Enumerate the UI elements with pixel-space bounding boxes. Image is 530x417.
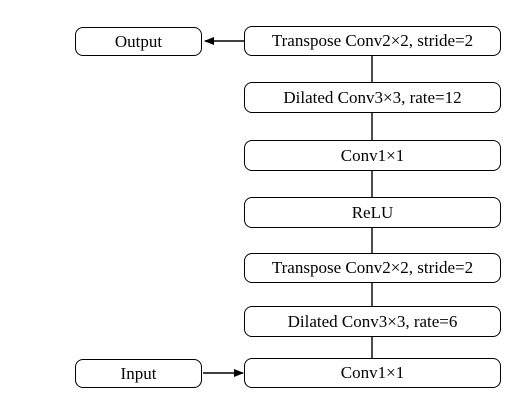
transpose-conv-block-top: Transpose Conv2×2, stride=2 bbox=[244, 26, 501, 56]
output-node: Output bbox=[75, 27, 202, 56]
dilated-conv-rate12-block: Dilated Conv3×3, rate=12 bbox=[244, 82, 501, 113]
transpose-conv-block-lower: Transpose Conv2×2, stride=2 bbox=[244, 253, 501, 283]
dilated-conv-rate6-block: Dilated Conv3×3, rate=6 bbox=[244, 306, 501, 337]
conv1x1-block-lower: Conv1×1 bbox=[244, 358, 501, 388]
conv1x1-block-upper: Conv1×1 bbox=[244, 140, 501, 171]
relu-block: ReLU bbox=[244, 197, 501, 228]
input-node: Input bbox=[75, 359, 202, 388]
